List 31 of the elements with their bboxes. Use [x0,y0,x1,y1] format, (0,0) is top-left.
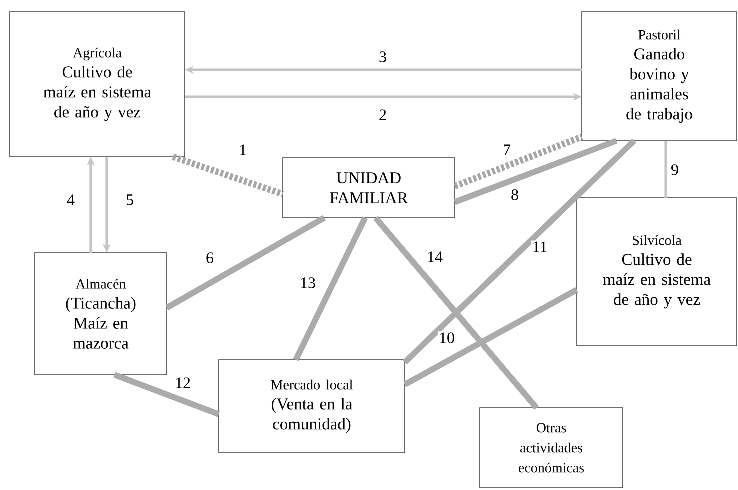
connector [166,215,326,311]
edge-label: 14 [426,250,444,264]
sector-box: Otras actividades económicas [480,408,624,488]
connector [664,141,668,198]
edge-label: 1 [238,144,248,156]
edge-label: 5 [125,194,135,206]
connector [404,287,578,388]
connector [454,138,618,206]
connector [402,138,636,365]
connector [374,216,539,410]
edge-label: 13 [299,276,317,290]
edge-label: 7 [502,144,512,156]
sector-box: Silvícola Cultivo de maíz en sistema de año y vez [576,198,738,346]
connector [172,154,284,198]
household-box: UNIDAD FAMILIAR [282,158,456,218]
connector [293,216,368,362]
sector-box: Agrícola Cultivo de maíz en sistema de año y vez [10,12,186,158]
connector [114,372,220,418]
edge-label: 12 [174,376,192,390]
connector [454,134,584,190]
edge-label: 4 [66,194,76,206]
market-box: Mercado local (Venta en la comunidad) [218,360,406,454]
sector-box: Pastoril Ganado bovino y animales de trabajo [582,12,738,142]
edge-label: 2 [378,108,388,122]
edge-label: 3 [378,50,388,64]
storage-box: Almacén (Ticancha) Maíz en mazorca [34,252,168,376]
edge-label: 6 [205,252,215,264]
edge-label: 9 [670,164,680,176]
edge-label: 11 [531,240,549,254]
edge-label: 10 [438,332,456,344]
edge-label: 8 [510,188,520,202]
